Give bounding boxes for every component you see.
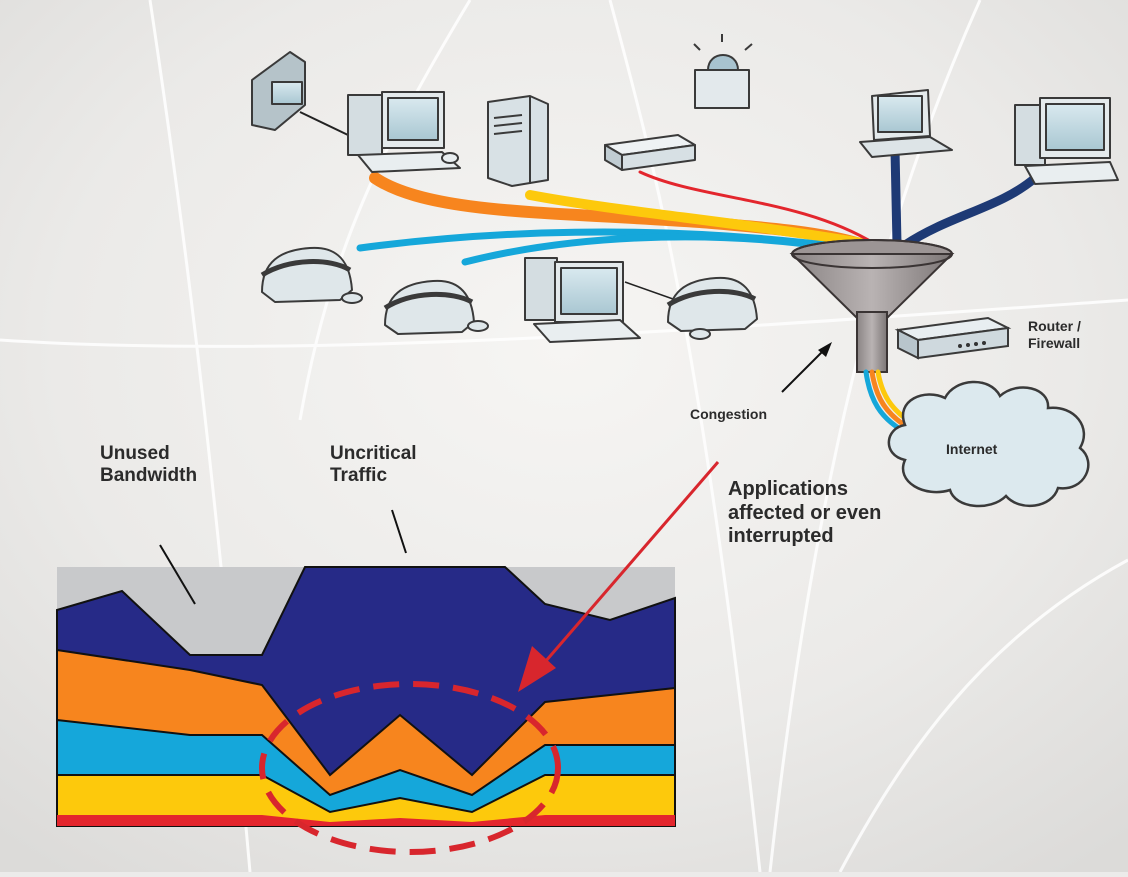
uncritical-traffic-label: Uncritical Traffic — [330, 443, 417, 487]
internet-label: Internet — [946, 441, 998, 457]
congestion-funnel — [789, 239, 955, 373]
alarm-sensor-icon — [693, 34, 753, 109]
congestion-arrow — [781, 342, 832, 393]
unused-bandwidth-label: Unused Bandwidth — [100, 443, 198, 487]
desktop-computer-icon-2 — [1014, 97, 1119, 185]
red-pointer-arrow — [518, 461, 720, 692]
telephone-icon-1 — [260, 246, 363, 304]
desktop-computer-icon-1 — [347, 91, 461, 173]
unused-bandwidth-leader — [159, 544, 196, 605]
server-tower-icon — [487, 95, 549, 187]
telephone-icon-3 — [666, 276, 758, 340]
video-camera-icon — [251, 51, 349, 136]
bandwidth-area-chart — [56, 566, 676, 827]
router-firewall-label: Router / Firewall — [1028, 318, 1081, 351]
router-device-icon — [894, 316, 1012, 360]
desktop-computer-icon-3 — [524, 257, 691, 343]
laptop-icon — [859, 89, 953, 158]
uncritical-traffic-leader — [391, 509, 407, 554]
congestion-highlight-ellipse — [259, 681, 561, 855]
applications-affected-label: Applications affected or even interrupte… — [728, 478, 882, 548]
telephone-icon-2 — [383, 279, 489, 335]
traffic-streams — [356, 145, 1040, 266]
internet-cloud-icon — [887, 380, 1090, 508]
network-device-icon — [604, 134, 696, 171]
area-red-traffic — [57, 815, 675, 826]
congestion-label: Congestion — [690, 406, 767, 422]
device-icons — [251, 34, 1119, 343]
